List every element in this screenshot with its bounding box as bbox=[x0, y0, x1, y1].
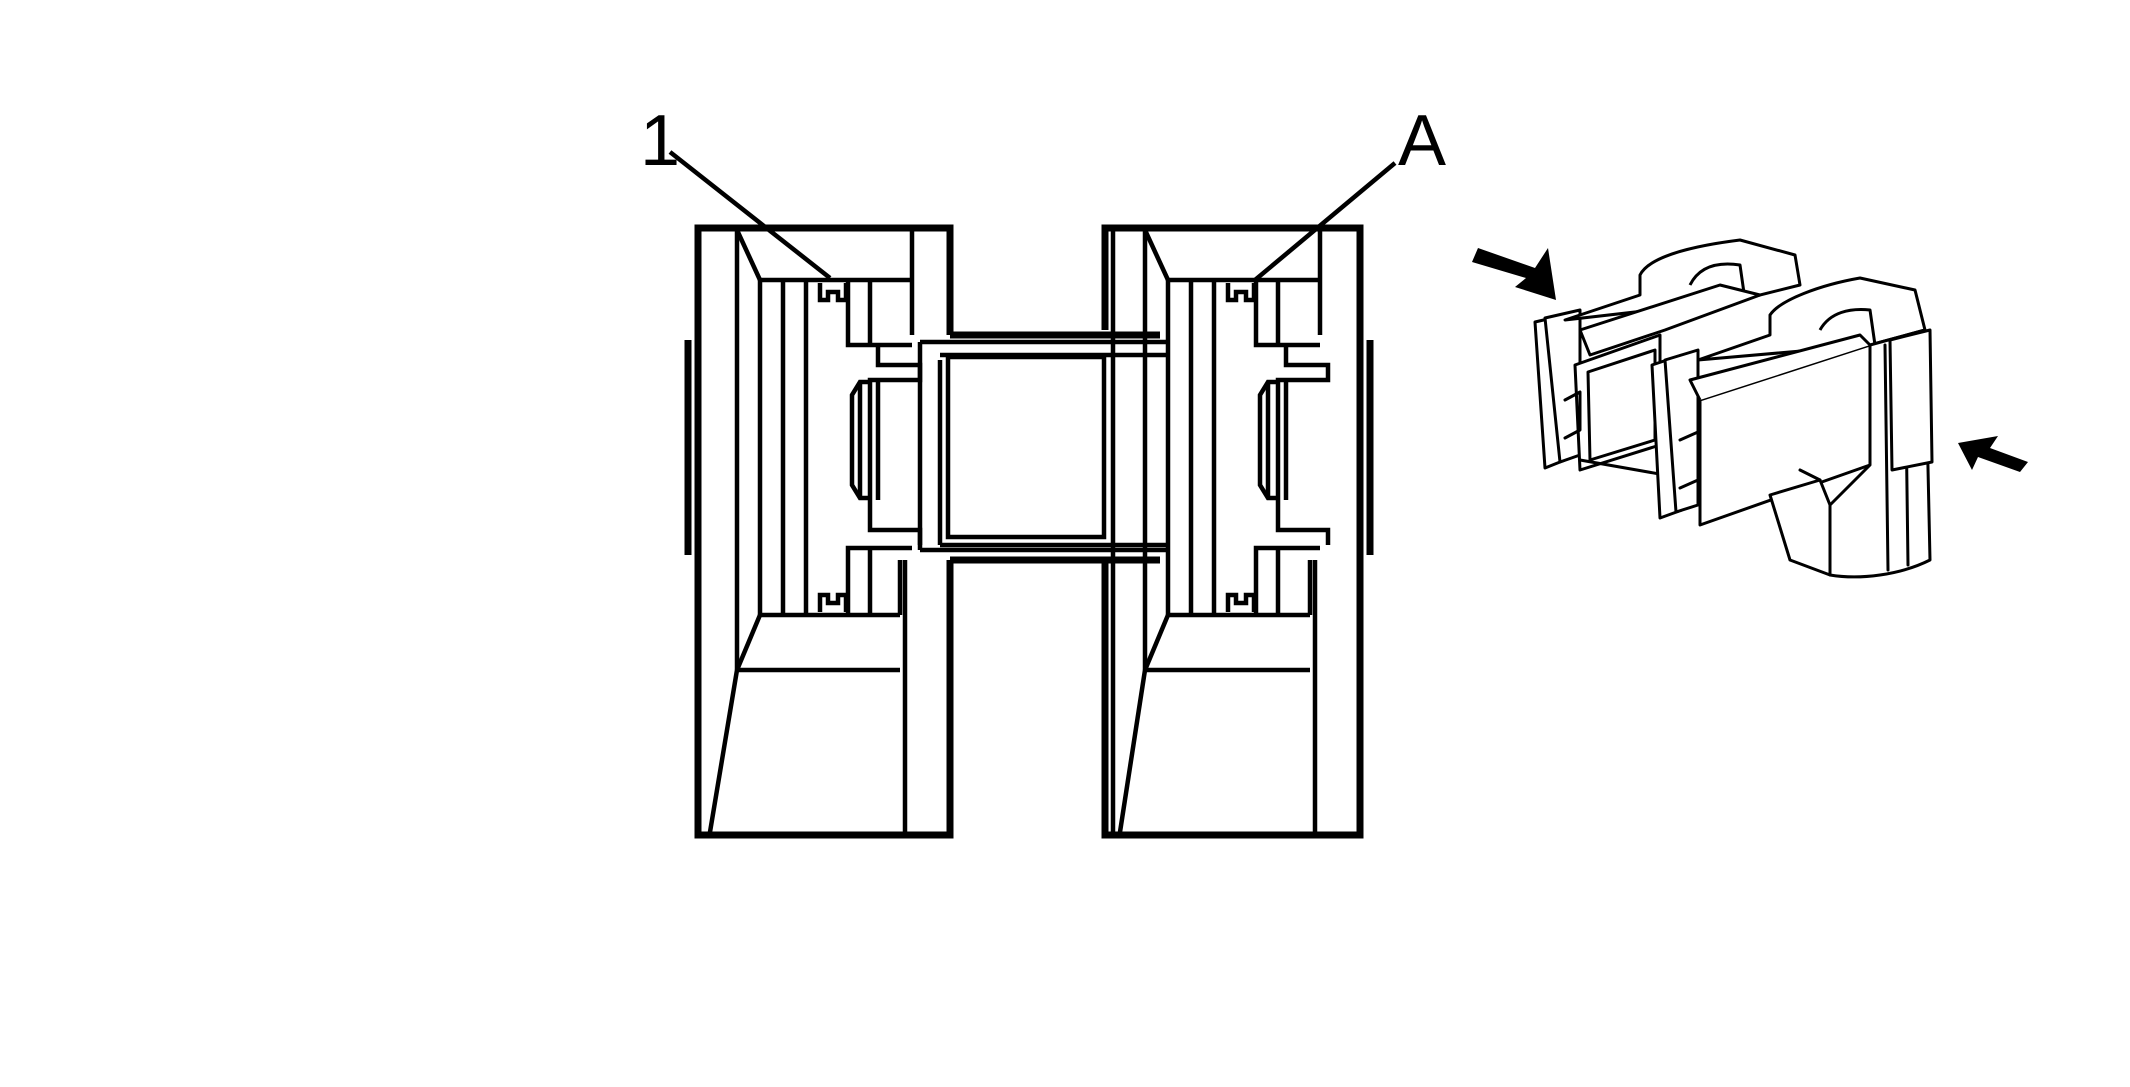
connector-cavity-left bbox=[684, 224, 954, 839]
connector-cavity-right bbox=[1101, 224, 1374, 839]
arrow-upper-left-icon bbox=[1472, 248, 1556, 300]
connector-bridge bbox=[917, 331, 1168, 564]
callout-leader-a bbox=[1253, 161, 1397, 282]
connector-isometric-view bbox=[1533, 238, 1934, 579]
callout-label-1: 1 bbox=[640, 101, 680, 181]
callout-leader-1 bbox=[668, 150, 832, 280]
callout-label-a: A bbox=[1398, 101, 1446, 181]
arrow-lower-right-icon bbox=[1958, 436, 2028, 472]
